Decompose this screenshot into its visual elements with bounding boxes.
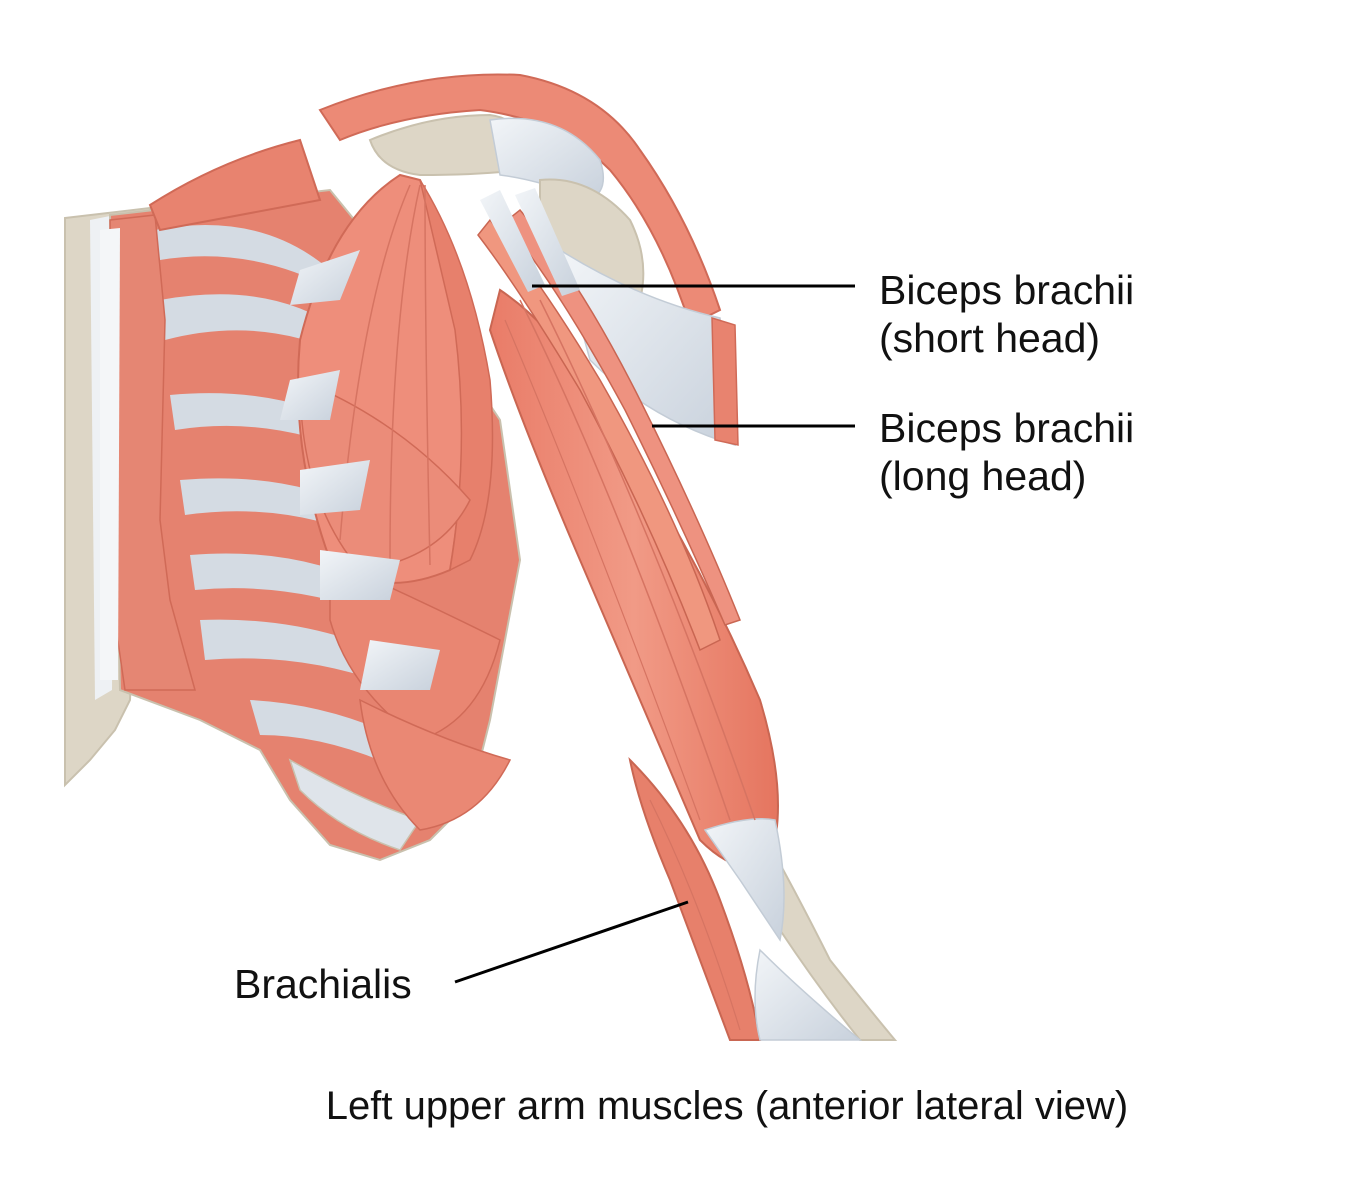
label-biceps-short-line2: (short head) [879, 315, 1101, 361]
deltoid-cut [558, 248, 739, 447]
label-biceps-long-head: Biceps brachii (long head) [879, 404, 1134, 500]
label-brachialis: Brachialis [234, 961, 412, 1007]
costal-cartilage [100, 214, 196, 691]
upper-arm-muscles [477, 188, 898, 1041]
label-biceps-long-line1: Biceps brachii [879, 405, 1135, 451]
label-biceps-long-line2: (long head) [879, 453, 1087, 499]
figure-caption: Left upper arm muscles (anterior lateral… [0, 1082, 1364, 1130]
figure-caption-text: Left upper arm muscles (anterior lateral… [325, 1084, 1129, 1128]
label-biceps-short-head: Biceps brachii (short head) [879, 266, 1134, 362]
leader-line-brachialis [454, 900, 689, 984]
shoulder-girdle [148, 73, 722, 327]
serratus-pectoral-muscles [280, 173, 512, 831]
label-biceps-short-line1: Biceps brachii [879, 267, 1135, 313]
